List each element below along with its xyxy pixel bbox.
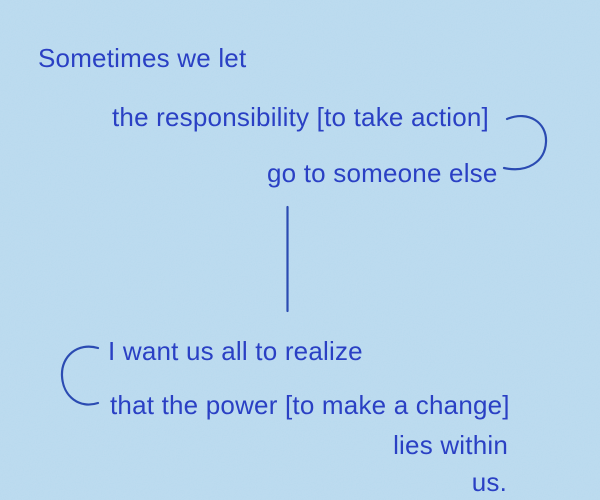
quote-line: us.: [471, 467, 507, 497]
right-arc-connector: [502, 114, 548, 171]
quote-line: lies within: [393, 430, 508, 460]
quote-line: Sometimes we let: [38, 43, 247, 73]
quote-line: that the power [to make a change]: [110, 390, 510, 420]
quote-line: the responsibility [to take action]: [112, 102, 489, 132]
quote-line: I want us all to realize: [108, 336, 363, 366]
left-arc-connector: [60, 345, 100, 406]
quote-line: go to someone else: [267, 158, 498, 188]
